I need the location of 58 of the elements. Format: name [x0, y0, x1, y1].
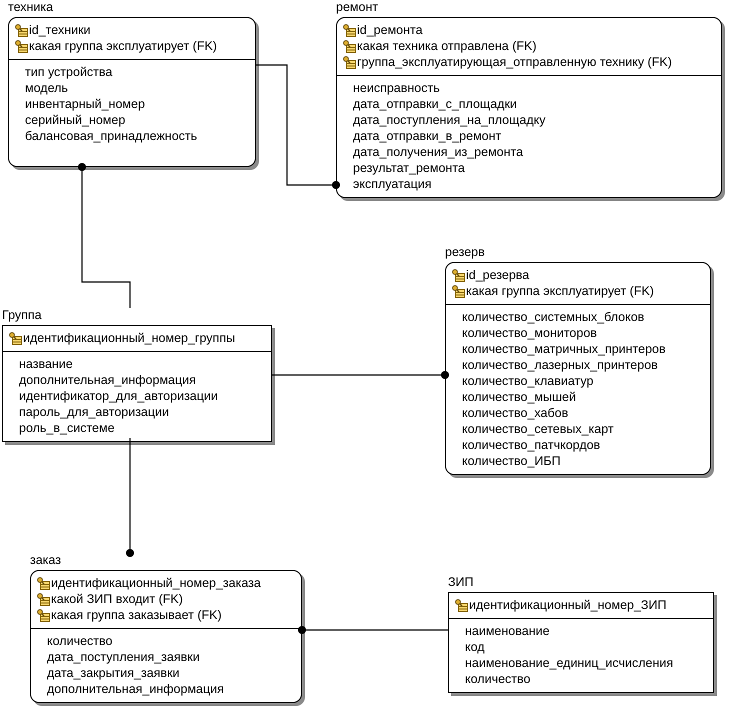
entity-name: резерв [445, 245, 485, 261]
attribute: тип устройства [25, 64, 112, 80]
key-attribute: какая группа заказывает (FK) [51, 607, 222, 623]
relationship-line [126, 438, 134, 558]
attribute: количество [47, 633, 112, 649]
attribute: дополнительная_информация [47, 681, 224, 697]
attribute: название [19, 356, 73, 372]
attribute: количество_мониторов [462, 325, 597, 341]
entity-name: Группа [2, 308, 42, 324]
key-attribute: группа_эксплуатирующая_отправленную технику (FK) [357, 54, 672, 70]
attribute: количество_лазерных_принтеров [462, 357, 658, 373]
attribute: количество_ИБП [462, 453, 561, 469]
entity-name: техника [8, 0, 54, 16]
entity-name: ремонт [336, 0, 378, 16]
key-attribute: идентификационный_номер_заказа [51, 575, 261, 591]
attribute: количество [465, 671, 530, 687]
attribute: дата_получения_из_ремонта [353, 144, 524, 160]
key-attribute: какая техника отправлена (FK) [357, 38, 536, 54]
attribute: код [465, 639, 485, 655]
key-attribute: какой ЗИП входит (FK) [51, 591, 183, 607]
attribute: количество_хабов [462, 405, 568, 421]
attribute: идентификатор_для_авторизации [19, 388, 218, 404]
key-attribute: идентификационный_номер_ЗИП [469, 597, 666, 613]
attribute: балансовая_принадлежность [25, 128, 198, 144]
key-attribute: id_техники [29, 22, 91, 38]
key-attribute: какая группа эксплуатирует (FK) [29, 38, 217, 54]
attribute: количество_мышей [462, 389, 576, 405]
attribute: количество_системных_блоков [462, 309, 644, 325]
attribute: дата_отправки_с_площадки [353, 96, 517, 112]
attribute: модель [25, 80, 68, 96]
key-attribute: id_ремонта [357, 22, 423, 38]
attribute: количество_сетевых_карт [462, 421, 614, 437]
entity-name: ЗИП [448, 575, 474, 591]
attribute: пароль_для_авторизации [19, 404, 170, 420]
attribute: серийный_номер [25, 112, 126, 128]
relationship-line [298, 626, 448, 634]
relationship-line [272, 370, 450, 380]
relationship-line [256, 64, 340, 190]
attribute: эксплуатация [353, 176, 432, 192]
attribute: дата_поступления_на_площадку [353, 112, 546, 128]
entity-name: заказ [30, 553, 61, 569]
key-attribute: id_резерва [466, 267, 530, 283]
attribute: неисправность [353, 80, 440, 96]
attribute: дополнительная_информация [19, 372, 196, 388]
key-attribute: идентификационный_номер_группы [23, 330, 236, 346]
attribute: количество_клавиатур [462, 373, 594, 389]
relationship-line [78, 162, 131, 308]
attribute: количество_матричных_принтеров [462, 341, 666, 357]
attribute: роль_в_системе [19, 420, 115, 436]
key-attribute: какая группа эксплуатирует (FK) [466, 283, 654, 299]
attribute: дата_закрытия_заявки [47, 665, 180, 681]
attribute: наименование_единиц_исчисления [465, 655, 674, 671]
attribute: инвентарный_номер [25, 96, 145, 112]
attribute: результат_ремонта [353, 160, 465, 176]
attribute: дата_отправки_в_ремонт [353, 128, 502, 144]
attribute: наименование [465, 623, 550, 639]
attribute: дата_поступления_заявки [47, 649, 200, 665]
attribute: количество_патчкордов [462, 437, 600, 453]
